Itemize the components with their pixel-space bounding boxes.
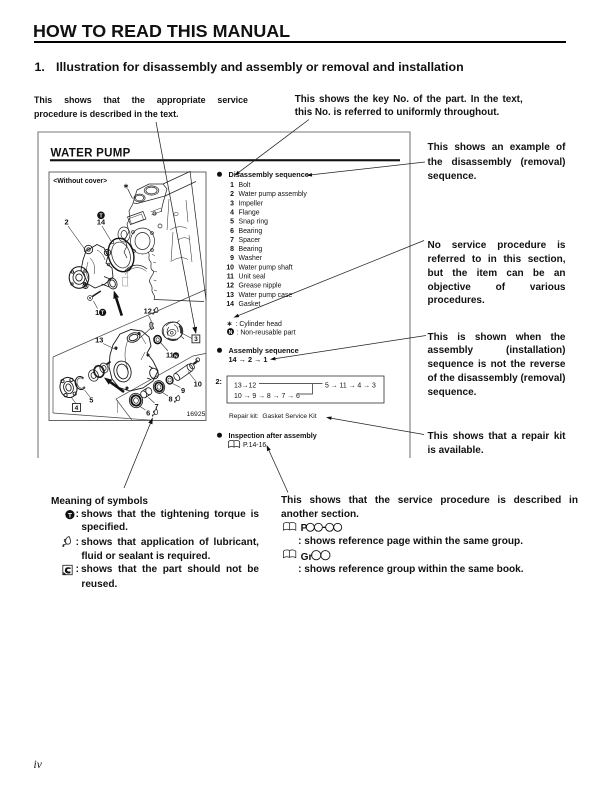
svg-text:Unit seal: Unit seal: [239, 274, 266, 281]
svg-text:T: T: [101, 311, 105, 317]
svg-text:11: 11: [227, 274, 234, 281]
svg-text:N: N: [229, 330, 233, 336]
svg-text:Bolt: Bolt: [239, 182, 251, 189]
svg-text:13→12: 13→12: [234, 383, 256, 390]
svg-text:Washer: Washer: [239, 255, 263, 262]
svg-text:Disassembly sequence: Disassembly sequence: [229, 170, 309, 179]
svg-text:5: 5: [230, 219, 234, 226]
svg-text:Flange: Flange: [239, 209, 260, 216]
svg-text:T: T: [99, 214, 103, 220]
svg-text:1: 1: [95, 308, 99, 317]
svg-text:: Cylinder head: : Cylinder head: [236, 321, 283, 328]
svg-text:T: T: [68, 512, 73, 519]
svg-text:2: 2: [64, 218, 68, 227]
svg-text:4: 4: [230, 209, 234, 216]
svg-text:P.14-16: P.14-16: [243, 442, 266, 449]
svg-text:Grease nipple: Grease nipple: [239, 283, 282, 290]
svg-text:Repair kit: Gasket Service Ki: Repair kit: Gasket Service Kit: [229, 413, 317, 420]
svg-text:10: 10: [194, 380, 202, 389]
svg-text:2: 2: [230, 191, 234, 198]
svg-text:5: 5: [89, 396, 93, 405]
svg-text:WATER PUMP: WATER PUMP: [51, 148, 131, 160]
svg-text:14 → 2 → 1: 14 → 2 → 1: [229, 355, 268, 364]
svg-text:6: 6: [146, 408, 150, 417]
svg-text:16925: 16925: [187, 411, 206, 418]
svg-text:Impeller: Impeller: [239, 200, 264, 207]
svg-text:Snap ring: Snap ring: [239, 219, 269, 226]
svg-text:10: 10: [226, 264, 234, 271]
svg-text:12: 12: [226, 283, 234, 290]
svg-text:10 → 9 → 8 → 7 → 6: 10 → 9 → 8 → 7 → 6: [234, 393, 300, 400]
svg-text:N: N: [174, 354, 178, 360]
svg-text:7: 7: [230, 237, 234, 244]
svg-text:Gasket: Gasket: [239, 301, 261, 308]
svg-text:11: 11: [166, 351, 174, 360]
svg-text:<Without cover>: <Without cover>: [53, 178, 107, 185]
svg-text:13: 13: [95, 336, 103, 345]
svg-text:3: 3: [230, 200, 234, 207]
svg-text:Water pump assembly: Water pump assembly: [239, 191, 308, 198]
svg-text:14: 14: [226, 301, 234, 308]
svg-text:6: 6: [230, 228, 234, 235]
svg-text:3: 3: [194, 336, 198, 343]
svg-text:Assembly sequence: Assembly sequence: [229, 346, 299, 355]
svg-text:14: 14: [97, 217, 106, 226]
svg-text:12: 12: [144, 307, 152, 316]
svg-text:Water pump shaft: Water pump shaft: [239, 264, 293, 271]
svg-text:9: 9: [230, 255, 234, 262]
svg-text:9: 9: [181, 386, 185, 395]
svg-text:: Non-reusable part: : Non-reusable part: [237, 330, 296, 337]
svg-text:8: 8: [230, 246, 234, 253]
svg-text:Bearing: Bearing: [239, 246, 263, 253]
svg-text:4: 4: [75, 405, 79, 412]
svg-text:7: 7: [154, 402, 158, 411]
svg-text:8: 8: [168, 395, 172, 404]
svg-text:Water pump case: Water pump case: [239, 292, 293, 299]
svg-text:1: 1: [230, 182, 234, 189]
svg-text:Bearing: Bearing: [239, 228, 263, 235]
svg-text:Inspection after assembly: Inspection after assembly: [229, 431, 317, 440]
svg-text:5 → 11 → 4 → 3: 5 → 11 → 4 → 3: [325, 383, 376, 390]
svg-text:2:: 2:: [216, 377, 223, 386]
svg-text:Spacer: Spacer: [239, 237, 262, 244]
svg-text:13: 13: [226, 292, 234, 299]
